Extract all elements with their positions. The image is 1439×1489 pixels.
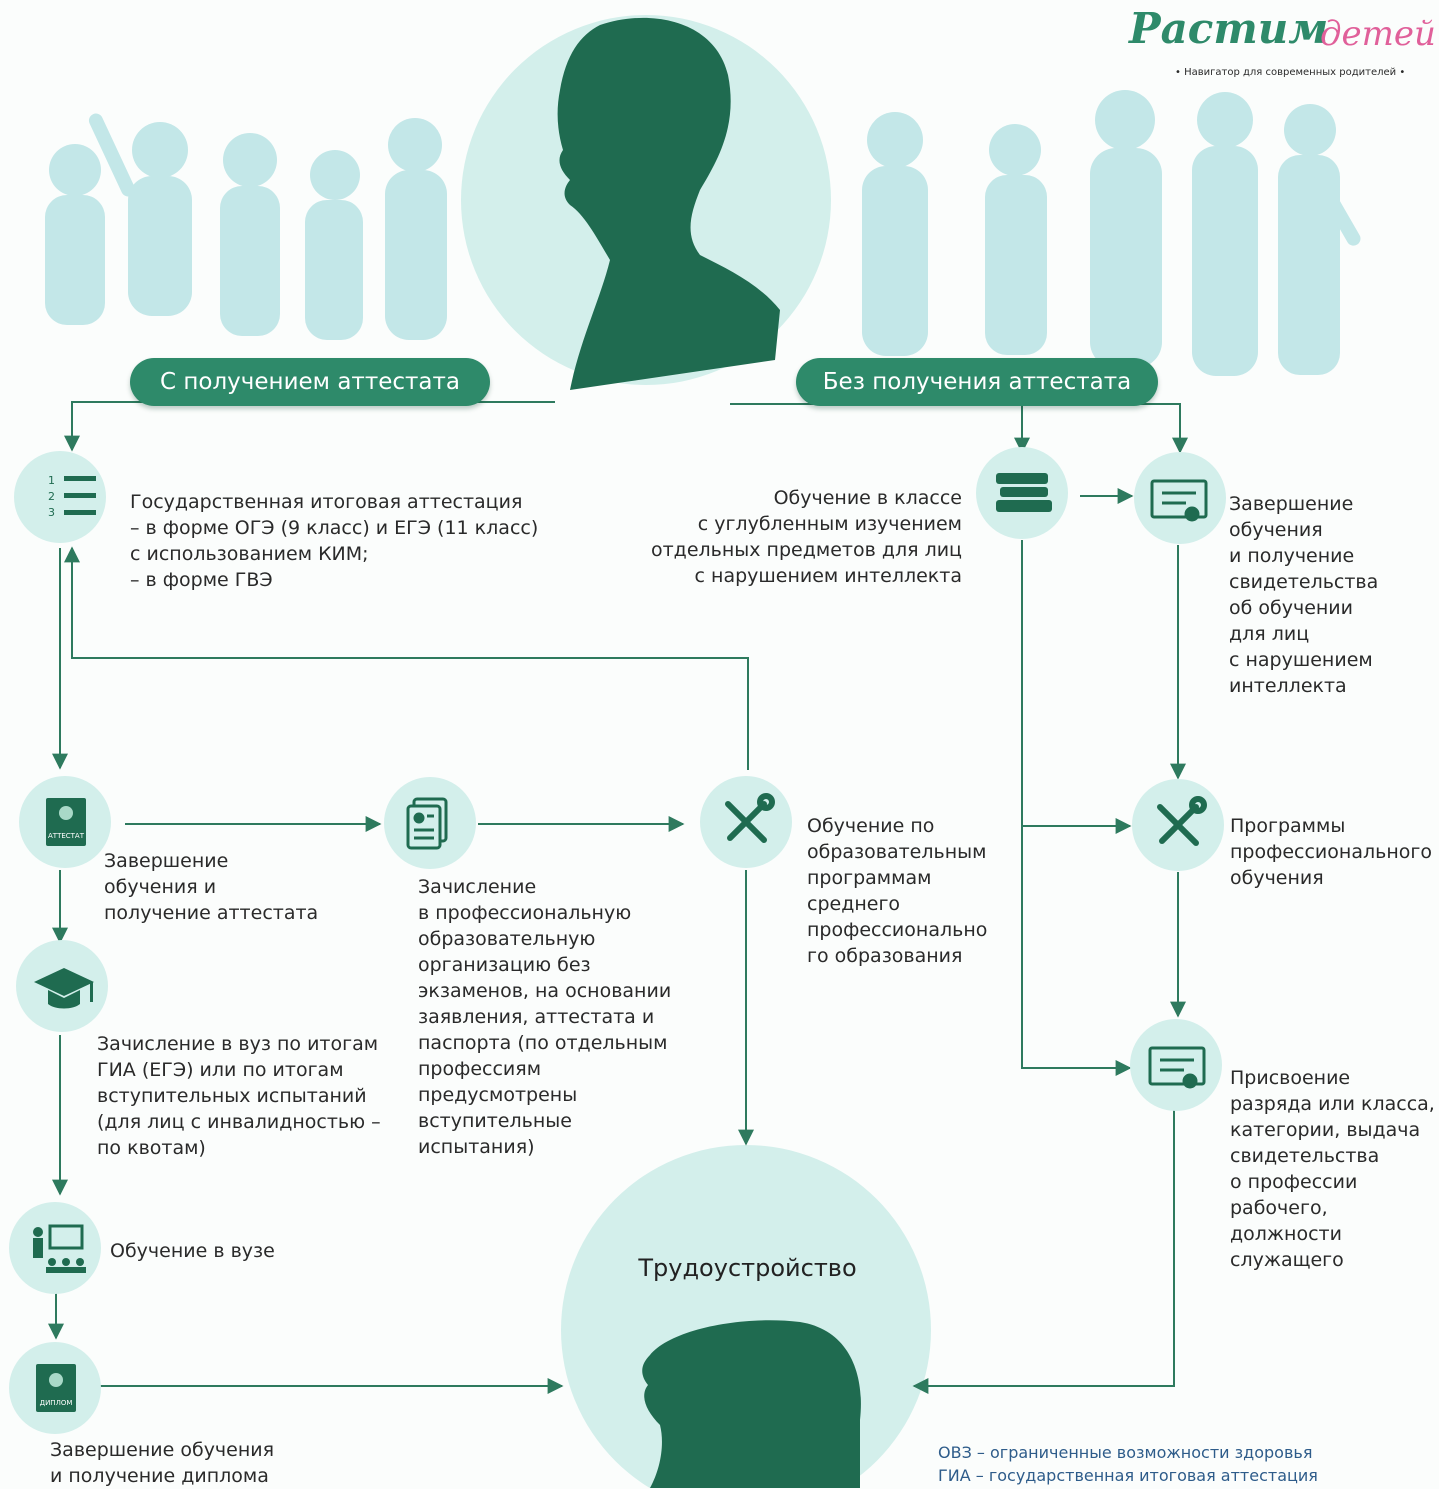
tools-icon: [725, 793, 775, 843]
numbered-list-icon: 1 2 3: [48, 474, 96, 519]
children-silhouettes-right: [862, 90, 1361, 376]
svg-text:АТТЕСТАТ: АТТЕСТАТ: [48, 832, 85, 840]
children-silhouettes-left: [45, 113, 447, 340]
branch-with-certificate: С получением аттестата: [130, 358, 490, 406]
logo-tagline: • Навигатор для современных родителей •: [1175, 67, 1406, 78]
svg-text:ДИПЛОМ: ДИПЛОМ: [40, 1399, 73, 1407]
svg-text:2: 2: [48, 490, 55, 503]
logo-word-2: детей: [1320, 14, 1436, 54]
svg-text:1: 1: [48, 474, 55, 487]
diploma-book-icon: ДИПЛОМ: [36, 1364, 76, 1412]
gia-text: Государственная итоговая аттестация – в …: [130, 491, 539, 591]
document-icon: [406, 797, 448, 850]
special-class-text: Обучение в классе с углубленным изучение…: [650, 487, 962, 587]
certificate-book-icon: АТТЕСТАТ: [46, 798, 86, 846]
svg-text:3: 3: [48, 506, 55, 519]
certificate-icon: [1150, 479, 1208, 522]
certificate-icon: [1148, 1046, 1206, 1089]
branch-without-certificate: Без получения аттестата: [796, 358, 1158, 406]
vocational-text: Программы профессионального обучения: [1230, 815, 1432, 889]
qualification-text: Присвоение разряда или класса, категории…: [1230, 1067, 1435, 1271]
university-study-text: Обучение в вузе: [110, 1240, 275, 1262]
spo-text: Обучение по образовательным программам с…: [807, 815, 988, 967]
logo-word-1: Растим: [1129, 4, 1329, 53]
university-enroll-text: Зачисление в вуз по итогам ГИА (ЕГЭ) или…: [97, 1033, 381, 1159]
graduation-cap-icon: [34, 968, 94, 1009]
classroom-icon: [33, 1224, 86, 1273]
tools-icon: [1157, 796, 1207, 846]
brand-logo: Растим детей • Навигатор для современных…: [1125, 2, 1436, 82]
college-enroll-text: Зачисление в профессиональную образовате…: [418, 876, 672, 1158]
flow-connectors: [48, 401, 1188, 1394]
attestat-text: Завершение обучения и получение аттестат…: [104, 850, 319, 924]
books-icon: [996, 473, 1052, 512]
employment-title: Трудоустройство: [638, 1254, 857, 1282]
abbreviations-legend: ОВЗ – ограниченные возможности здоровья …: [938, 1443, 1318, 1485]
diploma-text: Завершение обучения и получение диплома: [50, 1439, 275, 1487]
worker-silhouette: [642, 1320, 861, 1488]
child-profile-silhouette: [557, 17, 780, 391]
special-certificate-text: Завершение обучения и получение свидетел…: [1229, 493, 1379, 697]
